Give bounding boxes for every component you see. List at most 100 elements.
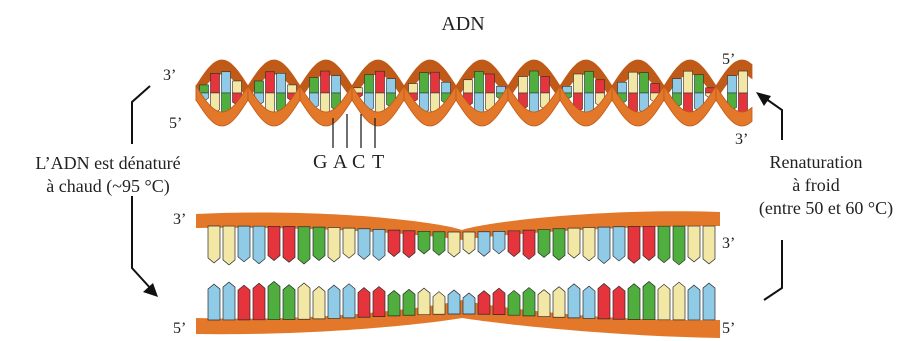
base-block	[387, 79, 396, 93]
base-block	[365, 75, 374, 93]
base-block	[684, 71, 693, 93]
strand-base	[403, 231, 415, 258]
base-block	[475, 71, 484, 93]
strand-base	[298, 227, 310, 264]
renaturation-label-line2: à froid	[792, 175, 839, 195]
renaturation-arrowhead	[756, 92, 771, 106]
base-block	[266, 72, 275, 93]
base-block	[530, 71, 539, 93]
strand-base	[358, 229, 370, 260]
strand-base	[643, 226, 655, 260]
denaturation-arrow-lower	[132, 196, 152, 290]
strand-base	[298, 283, 310, 319]
strand-base	[388, 230, 400, 256]
strand-base	[223, 282, 235, 320]
denaturation-label-line1: L’ADN est dénaturé	[35, 153, 180, 173]
base-block	[673, 79, 682, 93]
helix-end-bottom-right: 3’	[735, 131, 748, 148]
strand-base	[238, 285, 250, 320]
strand-lower-end-left: 5’	[173, 320, 186, 337]
base-block	[200, 85, 209, 93]
strand-base	[373, 287, 385, 317]
base-block	[596, 80, 605, 93]
strand-base	[208, 226, 220, 263]
denaturation-label-line2: à chaud (~95 °C)	[46, 176, 169, 197]
base-block	[695, 75, 704, 93]
base-block	[255, 81, 264, 93]
strand-base	[448, 232, 460, 257]
strand-base	[583, 228, 595, 261]
strand-base	[538, 290, 550, 317]
base-block	[409, 84, 418, 93]
strand-base	[508, 290, 520, 315]
strand-base	[493, 231, 505, 253]
base-label-g: G	[313, 151, 328, 173]
strand-base	[673, 282, 685, 320]
strand-base	[643, 281, 655, 319]
strand-base	[313, 286, 325, 318]
strand-base	[688, 285, 700, 320]
strand-base	[328, 285, 340, 318]
strand-base	[463, 232, 475, 254]
base-block	[739, 71, 748, 93]
strand-base	[538, 229, 550, 257]
strand-base	[613, 227, 625, 261]
strand-base	[568, 228, 580, 258]
strand-base	[403, 289, 415, 315]
strand-base	[418, 231, 430, 254]
helix-end-top-right: 5’	[722, 51, 735, 68]
strand-base	[628, 284, 640, 320]
base-label-c: C	[352, 151, 366, 173]
strand-base	[343, 284, 355, 318]
strand-base	[268, 226, 280, 260]
separated-strand-upper	[196, 211, 720, 265]
strand-base	[493, 288, 505, 314]
strand-base	[628, 227, 640, 264]
base-block	[288, 85, 297, 93]
base-block	[277, 73, 286, 93]
strand-base	[343, 228, 355, 258]
base-block	[310, 78, 319, 93]
base-block	[519, 77, 528, 93]
strand-base	[268, 281, 280, 319]
diagram-title: ADN	[441, 13, 484, 35]
renaturation-arrow	[756, 92, 782, 300]
strand-base	[433, 232, 445, 256]
strand-base	[478, 232, 490, 257]
separated-strand-lower	[196, 281, 720, 338]
base-block	[541, 77, 550, 93]
base-block	[321, 71, 330, 93]
base-block	[651, 84, 660, 93]
base-block	[486, 74, 495, 93]
double-helix	[196, 60, 752, 126]
strand-base	[223, 226, 235, 265]
strand-base	[703, 283, 715, 320]
strand-base	[523, 230, 535, 259]
strand-upper-end-left: 3’	[173, 211, 186, 228]
base-block	[464, 80, 473, 93]
strand-base	[448, 290, 460, 314]
strand-base	[253, 283, 265, 320]
base-block	[629, 72, 638, 93]
strand-base	[658, 226, 670, 263]
strand-base	[328, 228, 340, 262]
strand-base	[418, 288, 430, 315]
strand-base	[373, 229, 385, 260]
base-block	[233, 81, 242, 93]
strand-base	[553, 229, 565, 261]
strand-base	[523, 288, 535, 316]
base-block	[442, 82, 451, 93]
strand-upper-end-right: 3’	[722, 235, 735, 252]
strand-base	[553, 287, 565, 318]
strand-base	[568, 284, 580, 318]
renaturation-label-line1: Renaturation	[770, 152, 863, 172]
strand-base	[283, 227, 295, 263]
strand-base	[463, 293, 475, 314]
helix-end-top-left: 3’	[163, 67, 176, 84]
renaturation-label-line3: (entre 50 et 60 °C)	[759, 198, 893, 219]
base-label-t: T	[372, 151, 385, 173]
base-block	[728, 76, 737, 93]
denaturation-arrowhead	[143, 283, 158, 297]
strand-base	[598, 284, 610, 319]
